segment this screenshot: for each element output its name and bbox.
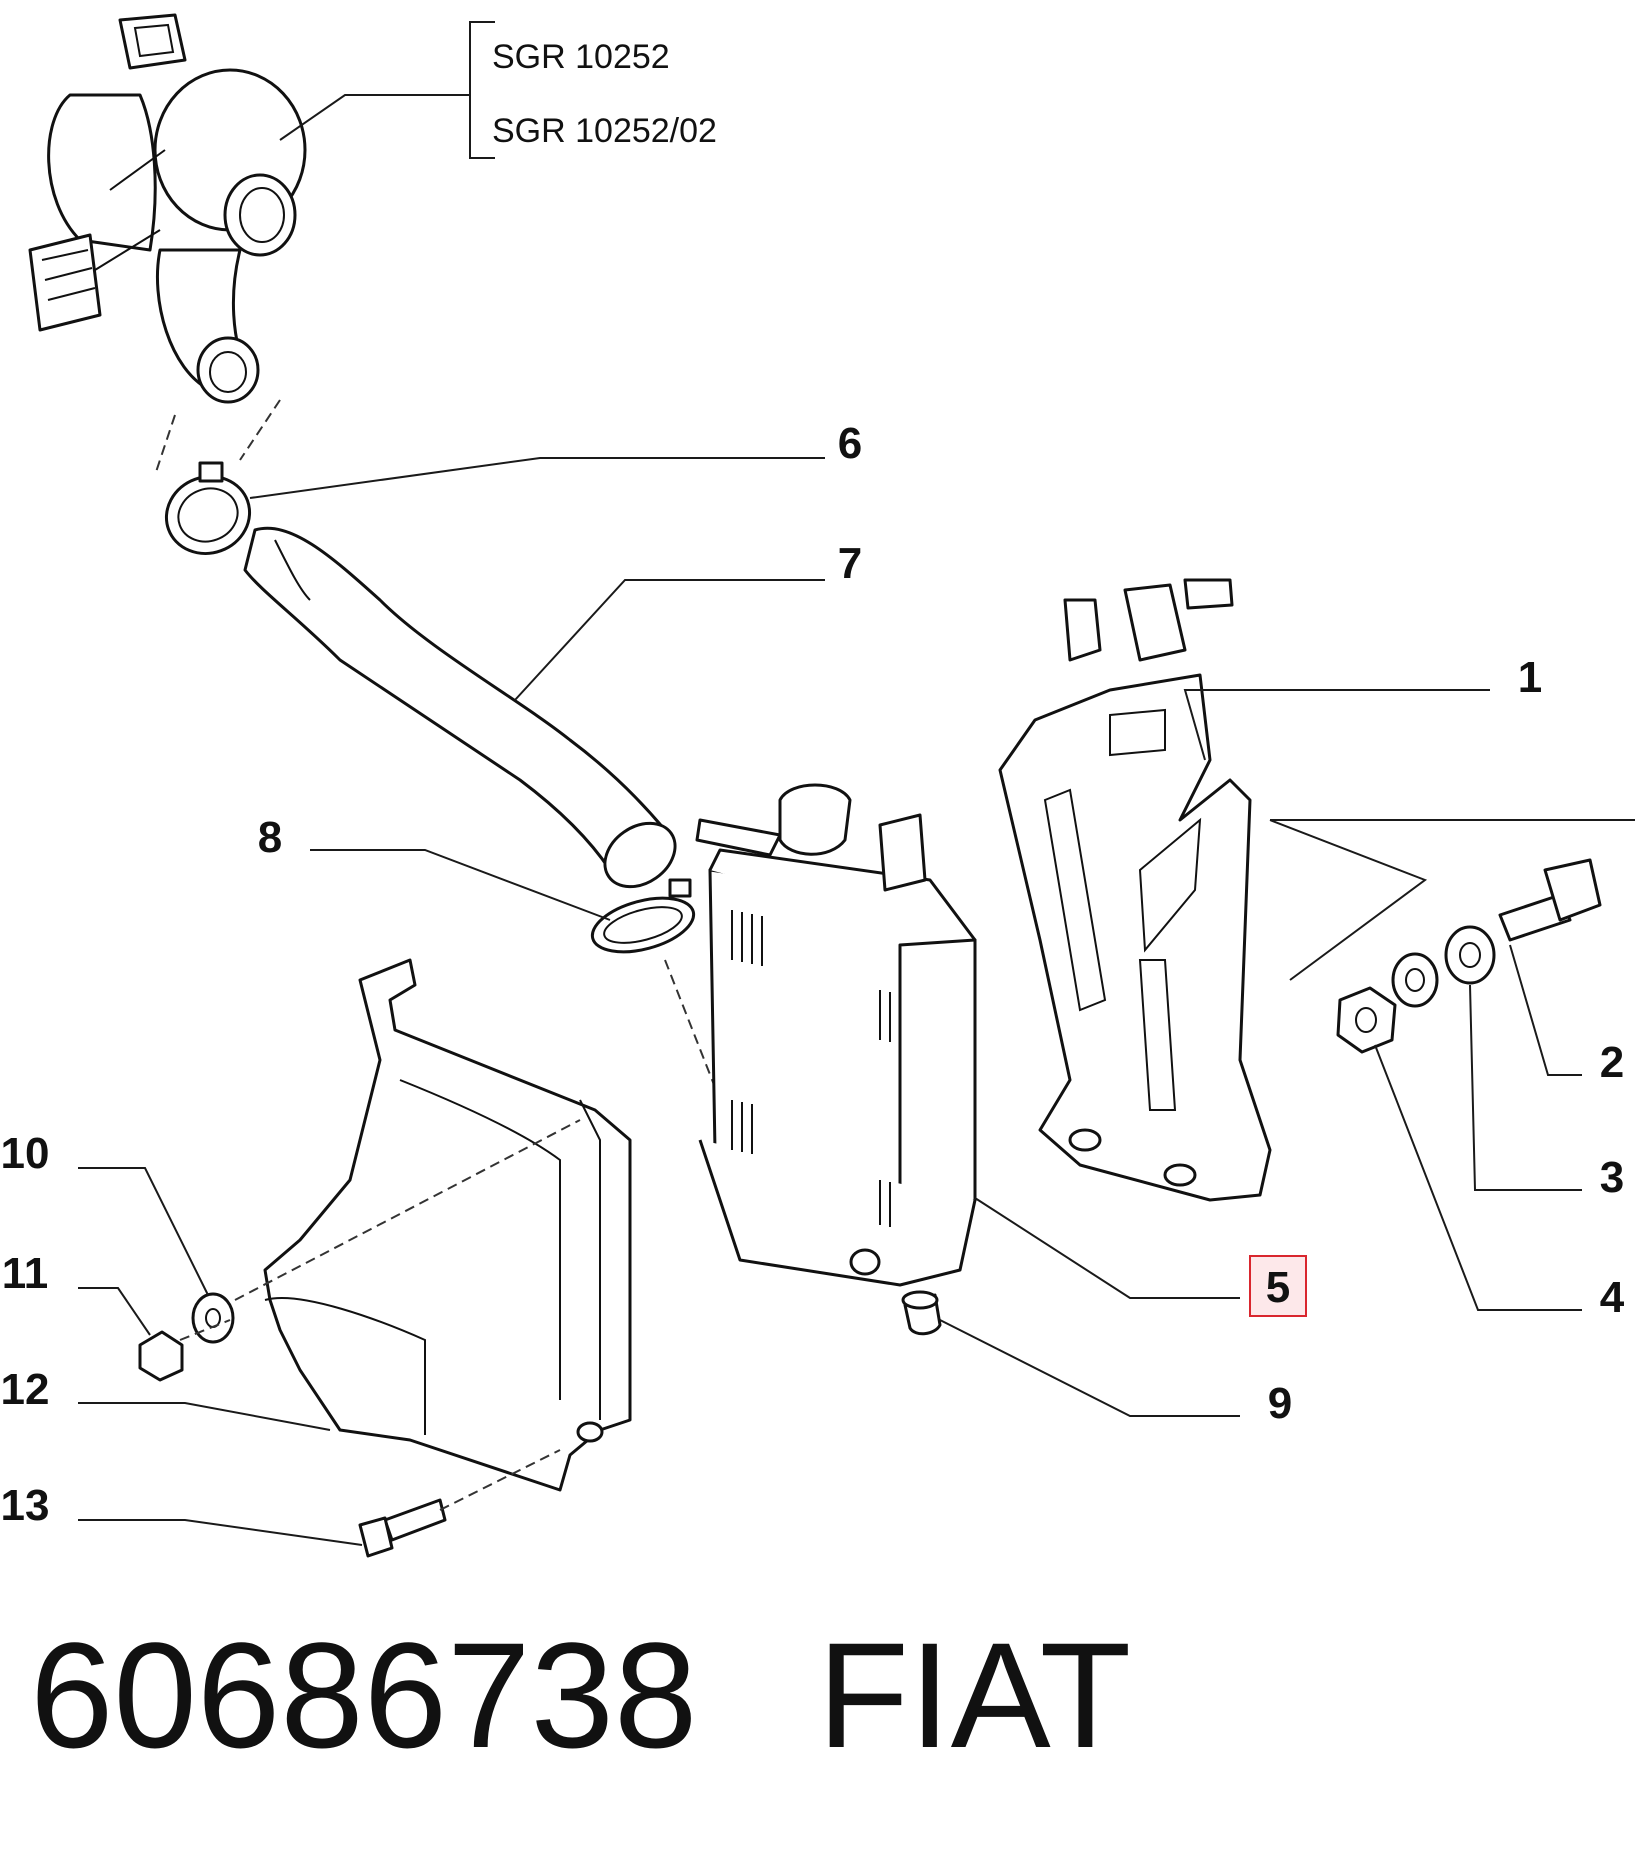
hose-clamp-upper xyxy=(164,461,252,555)
air-duct xyxy=(263,958,632,1492)
callout-10[interactable]: 10 xyxy=(1,1129,50,1178)
callout-2[interactable]: 2 xyxy=(1600,1038,1624,1087)
hose-clamp-lower xyxy=(590,878,696,954)
nut-11 xyxy=(138,1330,184,1382)
mounting-bracket xyxy=(998,578,1272,1202)
turbocharger-illustration xyxy=(28,13,307,404)
bolt-2 xyxy=(1498,858,1602,942)
callout-7[interactable]: 7 xyxy=(838,539,862,588)
callout-6[interactable]: 6 xyxy=(838,419,862,468)
brand-name: FIAT xyxy=(817,1611,1132,1779)
washer-3b xyxy=(1391,952,1439,1008)
callout-9[interactable]: 9 xyxy=(1268,1379,1292,1428)
bolt-13 xyxy=(358,1498,447,1558)
intake-hose xyxy=(243,526,677,889)
turbo-reference-bracket xyxy=(279,21,495,159)
nut-4 xyxy=(1336,986,1397,1054)
washer-3a xyxy=(1444,925,1496,985)
callout-11[interactable]: 11 xyxy=(2,1249,49,1298)
part-number: 60686738 xyxy=(30,1611,698,1779)
intercooler-illustration xyxy=(695,783,977,1287)
callout-13[interactable]: 13 xyxy=(1,1481,50,1530)
turbo-ref-2: SGR 10252/02 xyxy=(492,112,717,150)
callout-12[interactable]: 12 xyxy=(1,1365,50,1414)
callout-5-highlight xyxy=(1249,1255,1307,1317)
turbo-ref-1: SGR 10252 xyxy=(492,38,670,76)
drain-plug xyxy=(901,1290,942,1336)
callout-8[interactable]: 8 xyxy=(258,813,282,862)
callout-3[interactable]: 3 xyxy=(1600,1153,1624,1202)
callout-5[interactable]: 5 xyxy=(1266,1263,1290,1312)
leader-lines xyxy=(78,457,1635,1546)
callout-4[interactable]: 4 xyxy=(1600,1273,1625,1322)
washer-10 xyxy=(191,1292,235,1344)
callout-1[interactable]: 1 xyxy=(1518,653,1542,702)
